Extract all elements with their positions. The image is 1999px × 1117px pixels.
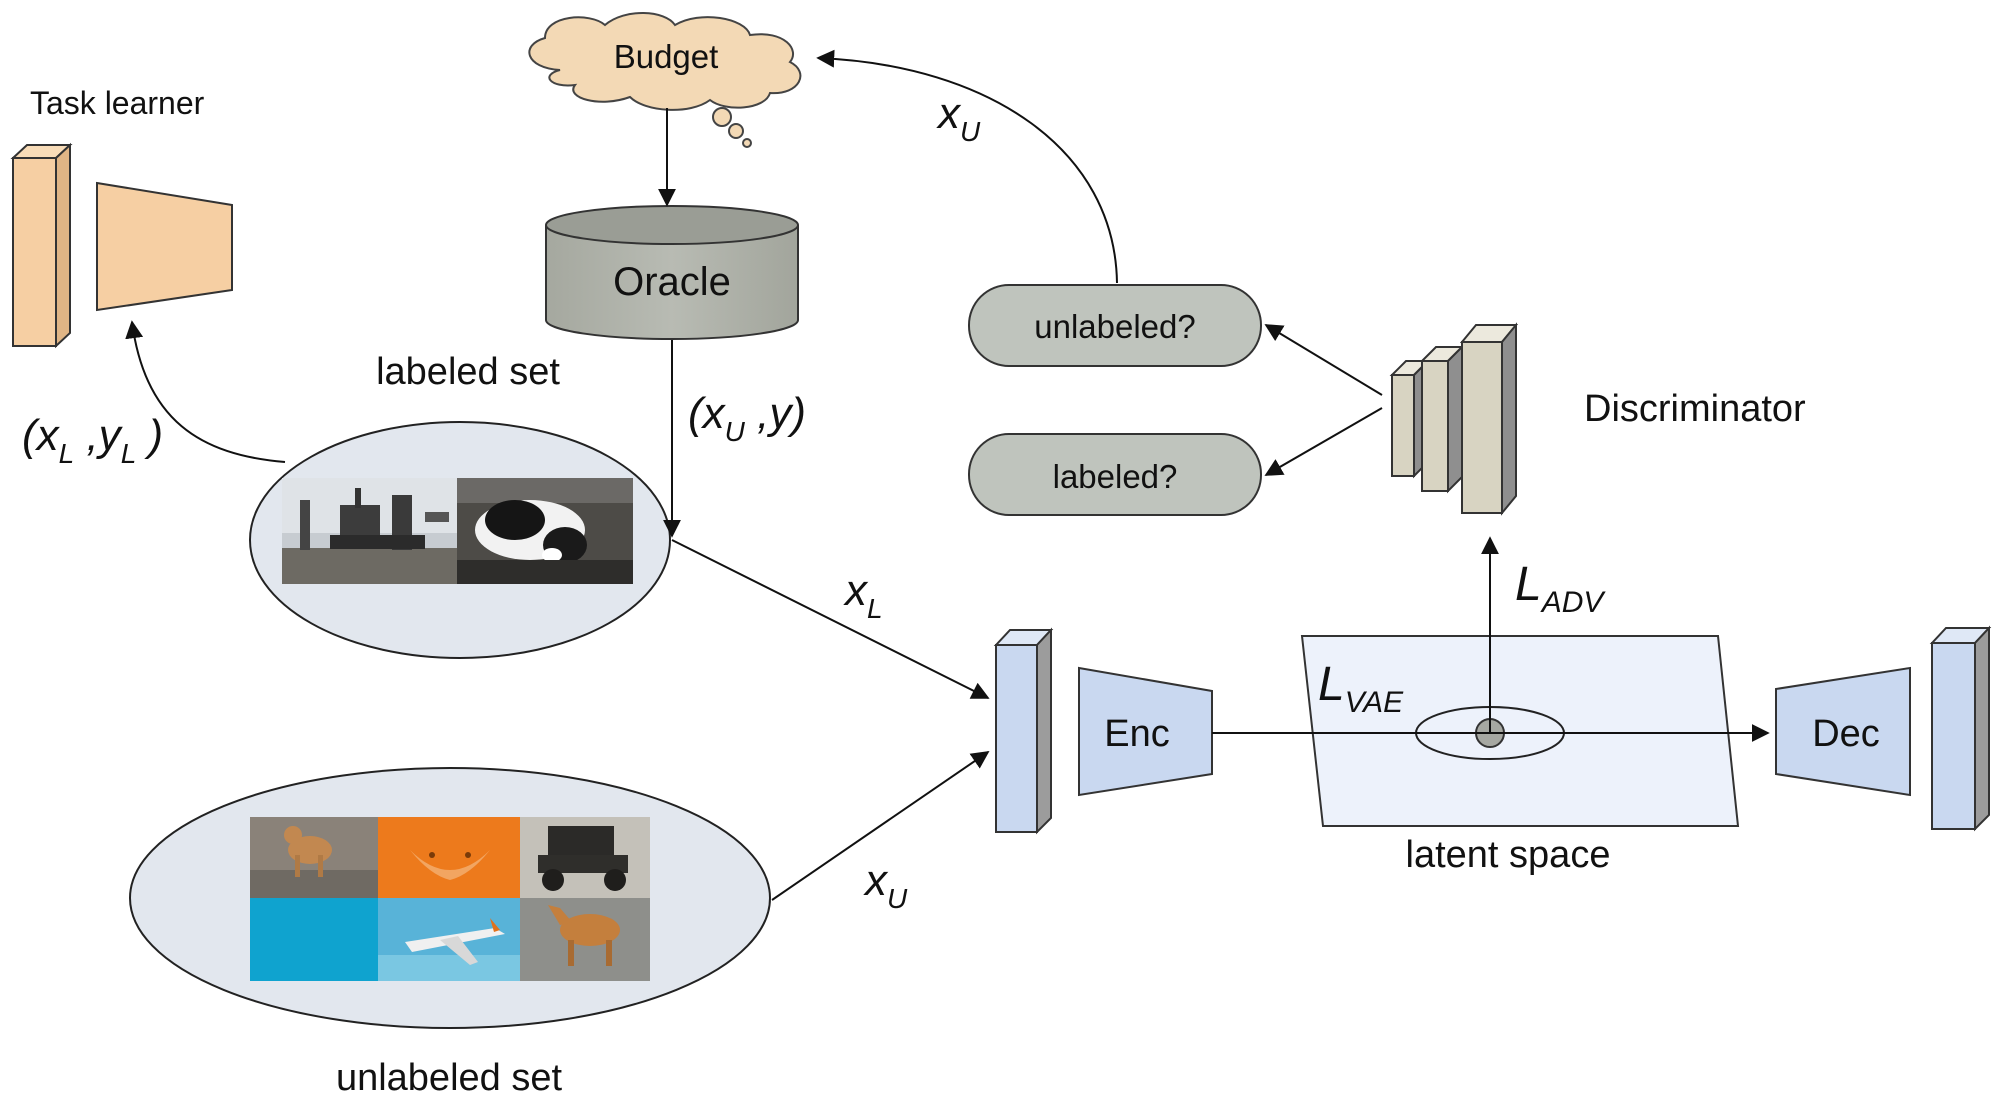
- oracle-label: Oracle: [613, 260, 731, 304]
- latent-space-label: latent space: [1406, 834, 1611, 876]
- thought-bubble-small: [742, 138, 752, 148]
- discriminator-layer-3: [1459, 322, 1519, 516]
- discriminator: Discriminator: [1389, 322, 1806, 516]
- arrows: [125, 49, 1770, 901]
- budget-label: Budget: [614, 38, 719, 75]
- xu-y-label: (xU ,y): [688, 389, 806, 447]
- decoder: Dec: [1775, 666, 1911, 797]
- decoder-output-block: [1929, 625, 1992, 832]
- arrow-discriminator-to-labeled: [1264, 407, 1383, 476]
- encoder-label: Enc: [1104, 713, 1169, 755]
- arrow-discriminator-to-unlabeled: [1264, 324, 1383, 396]
- cat-photo: [457, 478, 633, 584]
- sky-photo: [250, 898, 378, 981]
- labeled-images: [282, 478, 633, 584]
- xl-encoder-label: xL: [843, 566, 883, 624]
- thought-bubble-large: [712, 107, 732, 127]
- dog-photo: [250, 817, 378, 898]
- unlabeled-images: [250, 817, 650, 981]
- xu-encoder-label: xU: [863, 856, 908, 914]
- oil-rig-photo: [282, 478, 457, 584]
- encoder-input-block: [993, 627, 1054, 835]
- unlabeled-output: unlabeled?: [968, 284, 1262, 367]
- thought-bubble-medium: [728, 123, 744, 139]
- airplane-photo: [378, 898, 520, 981]
- labeled-set-label: labeled set: [376, 351, 560, 393]
- decoder-label: Dec: [1812, 713, 1880, 755]
- l-adv-label: LADV: [1515, 558, 1606, 619]
- latent-space: latent space: [1300, 635, 1740, 876]
- labeled-output-label: labeled?: [1053, 458, 1178, 495]
- arrow-labeled-set-to-task-learner: [125, 320, 286, 463]
- horse-photo: [520, 898, 650, 981]
- task-learner-input-block: [10, 142, 73, 349]
- discriminator-layer-2: [1419, 344, 1465, 494]
- task-learner-network: [96, 181, 233, 312]
- fox-photo: [378, 817, 520, 898]
- unlabeled-output-label: unlabeled?: [1034, 308, 1196, 345]
- unlabeled-set-label: unlabeled set: [336, 1057, 563, 1099]
- vintage-car-photo: [520, 817, 650, 898]
- task-learner-label: Task learner: [30, 85, 205, 121]
- oracle-database: Oracle: [545, 205, 799, 340]
- xl-yl-label: (xL ,yL ): [22, 411, 163, 469]
- xu-budget-label: xU: [936, 89, 981, 147]
- budget-cloud: Budget: [528, 12, 802, 148]
- task-learner: Task learner: [10, 85, 233, 349]
- encoder: Enc: [1078, 666, 1213, 797]
- arrow-unlabeled-set-to-encoder: [771, 750, 990, 901]
- discriminator-label: Discriminator: [1584, 388, 1806, 430]
- labeled-output: labeled?: [968, 433, 1262, 516]
- arrow-unlabeled-to-budget: [816, 49, 1118, 284]
- l-vae-label: LVAE: [1318, 658, 1404, 719]
- arrow-labeled-set-to-encoder: [671, 539, 990, 699]
- unlabeled-set: unlabeled set: [129, 767, 771, 1099]
- labeled-set: labeled set: [249, 351, 671, 659]
